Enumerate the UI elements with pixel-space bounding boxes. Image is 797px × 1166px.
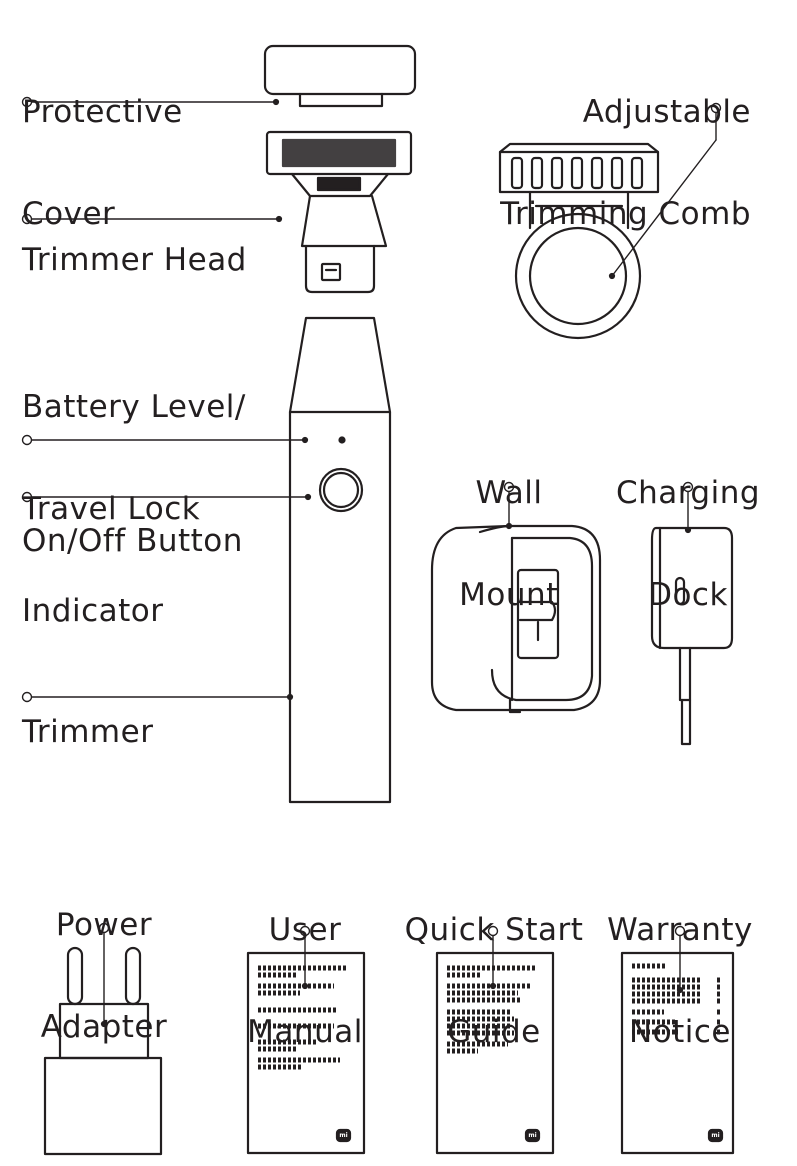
protective-cover-label-line2: Cover [22,196,116,232]
trimmer-label: Trimmer [22,647,153,783]
adjustable-comb-label-line1: Adjustable [582,94,751,130]
mi-logo-icon: mi [339,1132,348,1139]
warranty-notice-label-line1: Warranty [607,912,753,948]
charging-dock-label-line1: Charging [615,475,761,511]
warranty-notice-label-line2: Notice [628,1014,732,1050]
quick-start-guide-label: Quick Start Guide [396,845,592,1083]
battery-indicator-label-line1: Battery Level/ [22,389,246,425]
wall-mount-drawing [430,524,602,714]
power-adapter-drawing [43,946,163,1156]
warranty-notice-label: Warranty Notice [598,845,762,1083]
on-off-button-label: On/Off Button [22,456,243,592]
warranty-notice-drawing [620,951,735,1155]
protective-cover-label: Protective Cover [22,27,183,265]
quick-start-guide-label-line2: Guide [447,1014,541,1050]
user-manual-label-line2: Manual [247,1014,363,1050]
quick-start-guide-label-line1: Quick Start [404,912,584,948]
power-adapter-label-line1: Power [55,907,153,943]
user-manual-label-line1: User [268,912,342,948]
battery-indicator-label-line3: Indicator [22,593,164,629]
power-adapter-label-line2: Adapter [40,1009,168,1045]
callout-lines [21,96,722,1028]
protective-cover-drawing [263,44,417,108]
wall-mount-label-line2: Mount [459,577,559,613]
user-manual-label: User Manual [230,845,380,1083]
quick-start-guide-drawing [435,951,555,1155]
battery-indicator-label: Battery Level/ Travel Lock Indicator [22,322,246,662]
adjustable-comb-label: Adjustable Trimming Comb [500,27,751,265]
user-manual-drawing [246,951,366,1155]
battery-indicator-label-line2: Travel Lock [22,491,201,527]
mi-logo-icon: mi [711,1132,720,1139]
mi-logo-icon: mi [528,1132,537,1139]
wall-mount-label-line1: Wall [475,475,543,511]
wall-mount-label: Wall Mount [439,408,579,646]
charging-dock-drawing [650,526,734,746]
charging-dock-label: Charging Dock [608,408,768,646]
trimmer-head-label-line1: Trimmer Head [22,242,247,278]
trimmer-head-drawing [265,130,413,294]
adjustable-comb-label-line2: Trimming Comb [500,196,751,232]
protective-cover-label-line1: Protective [22,94,183,130]
charging-dock-label-line2: Dock [648,577,728,613]
trimmer-head-label: Trimmer Head [22,175,247,311]
on-off-button-label-line1: On/Off Button [22,523,243,559]
trimmer-label-line1: Trimmer [22,714,154,750]
adjustable-comb-drawing [498,142,660,340]
power-adapter-label: Power Adapter [24,840,184,1078]
trimmer-body-drawing [288,316,392,804]
